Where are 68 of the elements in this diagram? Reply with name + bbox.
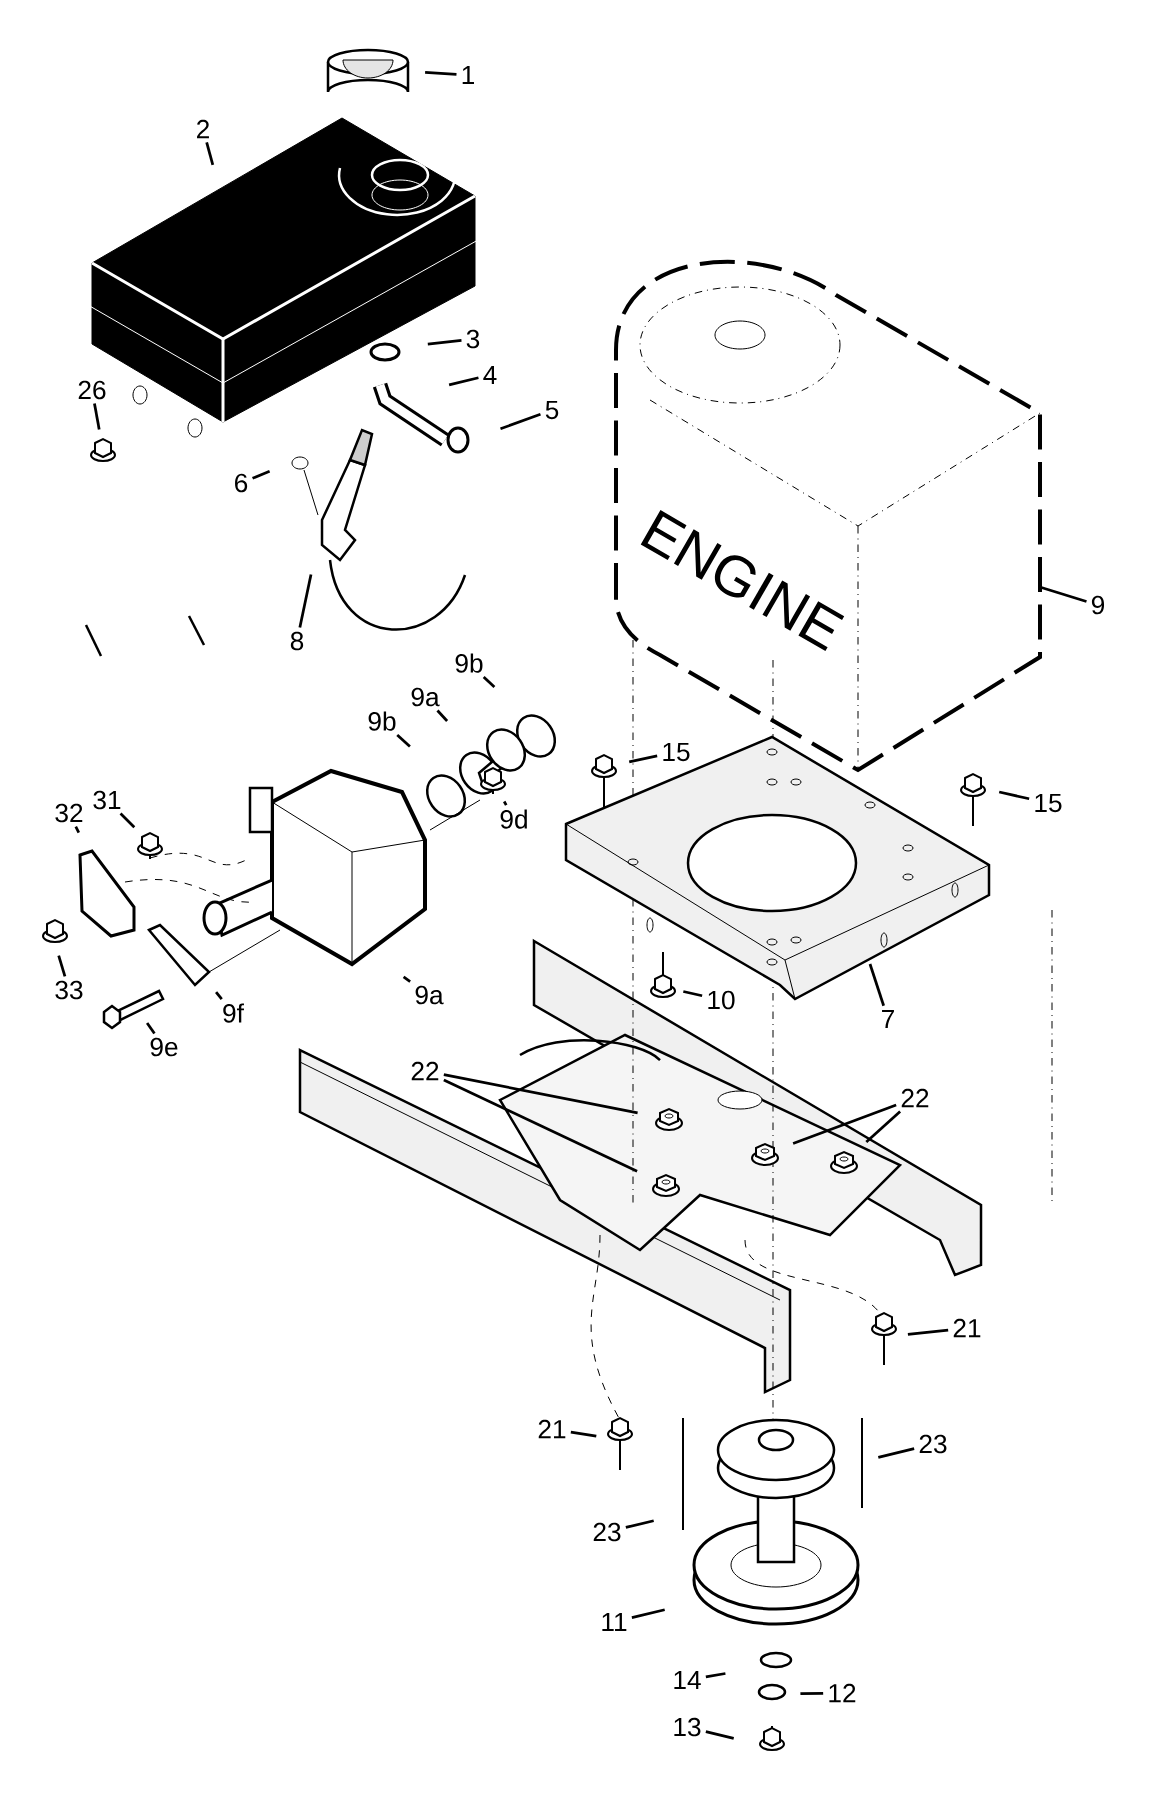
leader-line — [865, 1110, 902, 1143]
callout-number: 15 — [663, 742, 690, 762]
leader-line — [427, 338, 462, 346]
leader-line — [436, 709, 449, 722]
leader-line — [705, 1672, 726, 1679]
leader-line — [570, 1430, 597, 1438]
leader-line — [145, 1022, 156, 1035]
callout-number: 9a — [415, 985, 444, 1005]
leader-line — [792, 1103, 897, 1145]
callout-number: 13 — [674, 1717, 701, 1737]
leader-line — [298, 574, 313, 628]
callout-number: 21 — [953, 1318, 981, 1338]
callout-number: 2 — [197, 119, 209, 139]
callout-number: 9b — [368, 711, 396, 731]
leader-line — [93, 403, 101, 430]
leader-line — [252, 470, 271, 480]
callout-number: 3 — [466, 329, 480, 349]
leader-line — [628, 754, 658, 764]
leader-line — [998, 790, 1030, 801]
callout-number: 9e — [150, 1037, 178, 1057]
callout-number: 33 — [55, 980, 83, 1000]
callout-number: 31 — [93, 790, 121, 810]
leader-line — [482, 675, 496, 688]
leader-line — [425, 71, 457, 76]
callout-number: 23 — [593, 1522, 621, 1542]
leader-line — [119, 812, 136, 829]
leader-line — [683, 990, 703, 998]
leader-line — [443, 1073, 638, 1115]
callout-number: 22 — [411, 1061, 439, 1081]
callout-number: 22 — [901, 1088, 929, 1108]
callout-number: 9a — [411, 687, 440, 707]
callout-number: 6 — [235, 473, 248, 493]
callout-number: 11 — [602, 1613, 627, 1632]
leader-line — [1040, 585, 1087, 603]
leader-line — [215, 991, 223, 1000]
leader-line — [907, 1328, 949, 1336]
callout-number: 4 — [483, 366, 497, 385]
leader-line — [57, 955, 67, 977]
leader-line — [631, 1608, 666, 1619]
leader-line — [878, 1447, 915, 1459]
leader-line — [448, 376, 479, 387]
callout-number: 9 — [1091, 595, 1105, 615]
callout-number: 1 — [462, 66, 474, 85]
callout-number: 14 — [674, 1671, 701, 1690]
callout-number: 15 — [1035, 793, 1062, 813]
callout-number: 21 — [538, 1419, 566, 1439]
callout-number: 7 — [882, 1010, 894, 1029]
callout-number: 9b — [455, 653, 483, 673]
leader-line — [74, 825, 81, 834]
leader-line — [625, 1519, 655, 1529]
leader-line — [800, 1691, 824, 1696]
callout-number: 5 — [545, 400, 559, 420]
leader-line — [402, 975, 411, 983]
callout-number: 26 — [78, 380, 106, 400]
leader-line — [396, 733, 411, 748]
callout-number: 10 — [708, 990, 735, 1010]
leader-line — [443, 1078, 638, 1173]
leader-line — [205, 142, 215, 166]
callout-number: 23 — [919, 1434, 947, 1454]
callout-number: 12 — [829, 1683, 856, 1703]
leader-line — [868, 963, 885, 1007]
leader-line — [500, 412, 541, 431]
callout-number: 8 — [290, 631, 304, 651]
callout-number: 9f — [223, 1003, 244, 1023]
leader-line — [503, 800, 508, 806]
leader-line — [705, 1730, 735, 1740]
callout-number: 32 — [55, 803, 83, 823]
callout-number: 9d — [500, 809, 527, 829]
